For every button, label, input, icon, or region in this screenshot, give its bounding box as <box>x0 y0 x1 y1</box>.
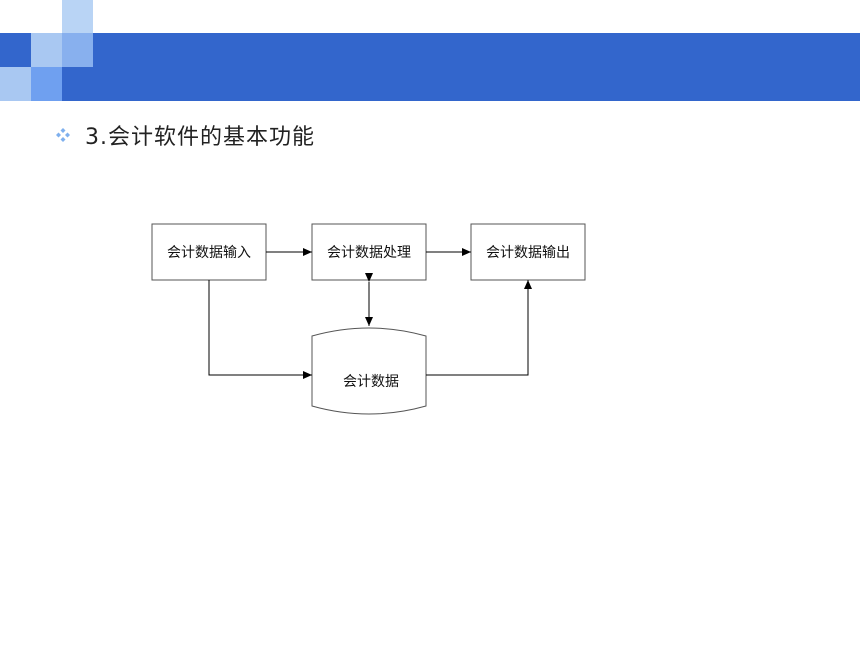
header-decor-square <box>62 0 93 33</box>
node-input-box <box>151 223 267 281</box>
slide-title: 3.会计软件的基本功能 <box>85 125 315 150</box>
edge-input-to-store <box>208 280 312 379</box>
node-output-box <box>470 223 586 281</box>
header-decor-square <box>31 33 62 67</box>
header-decor-square <box>62 33 93 67</box>
node-store-label: 会计数据 <box>343 374 399 390</box>
header-band <box>0 33 860 101</box>
node-store-shape <box>311 327 427 415</box>
node-input-label: 会计数据输入 <box>167 245 251 261</box>
slide-heading: 3.会计软件的基本功能 <box>55 119 315 151</box>
node-process-box <box>311 223 427 281</box>
edge-store-to-output <box>426 280 532 376</box>
diamond-cluster-icon <box>56 128 70 142</box>
header-decor-square <box>0 67 31 101</box>
node-output-label: 会计数据输出 <box>486 245 570 261</box>
node-process-label: 会计数据处理 <box>327 245 411 261</box>
header-decor-square <box>31 67 62 101</box>
